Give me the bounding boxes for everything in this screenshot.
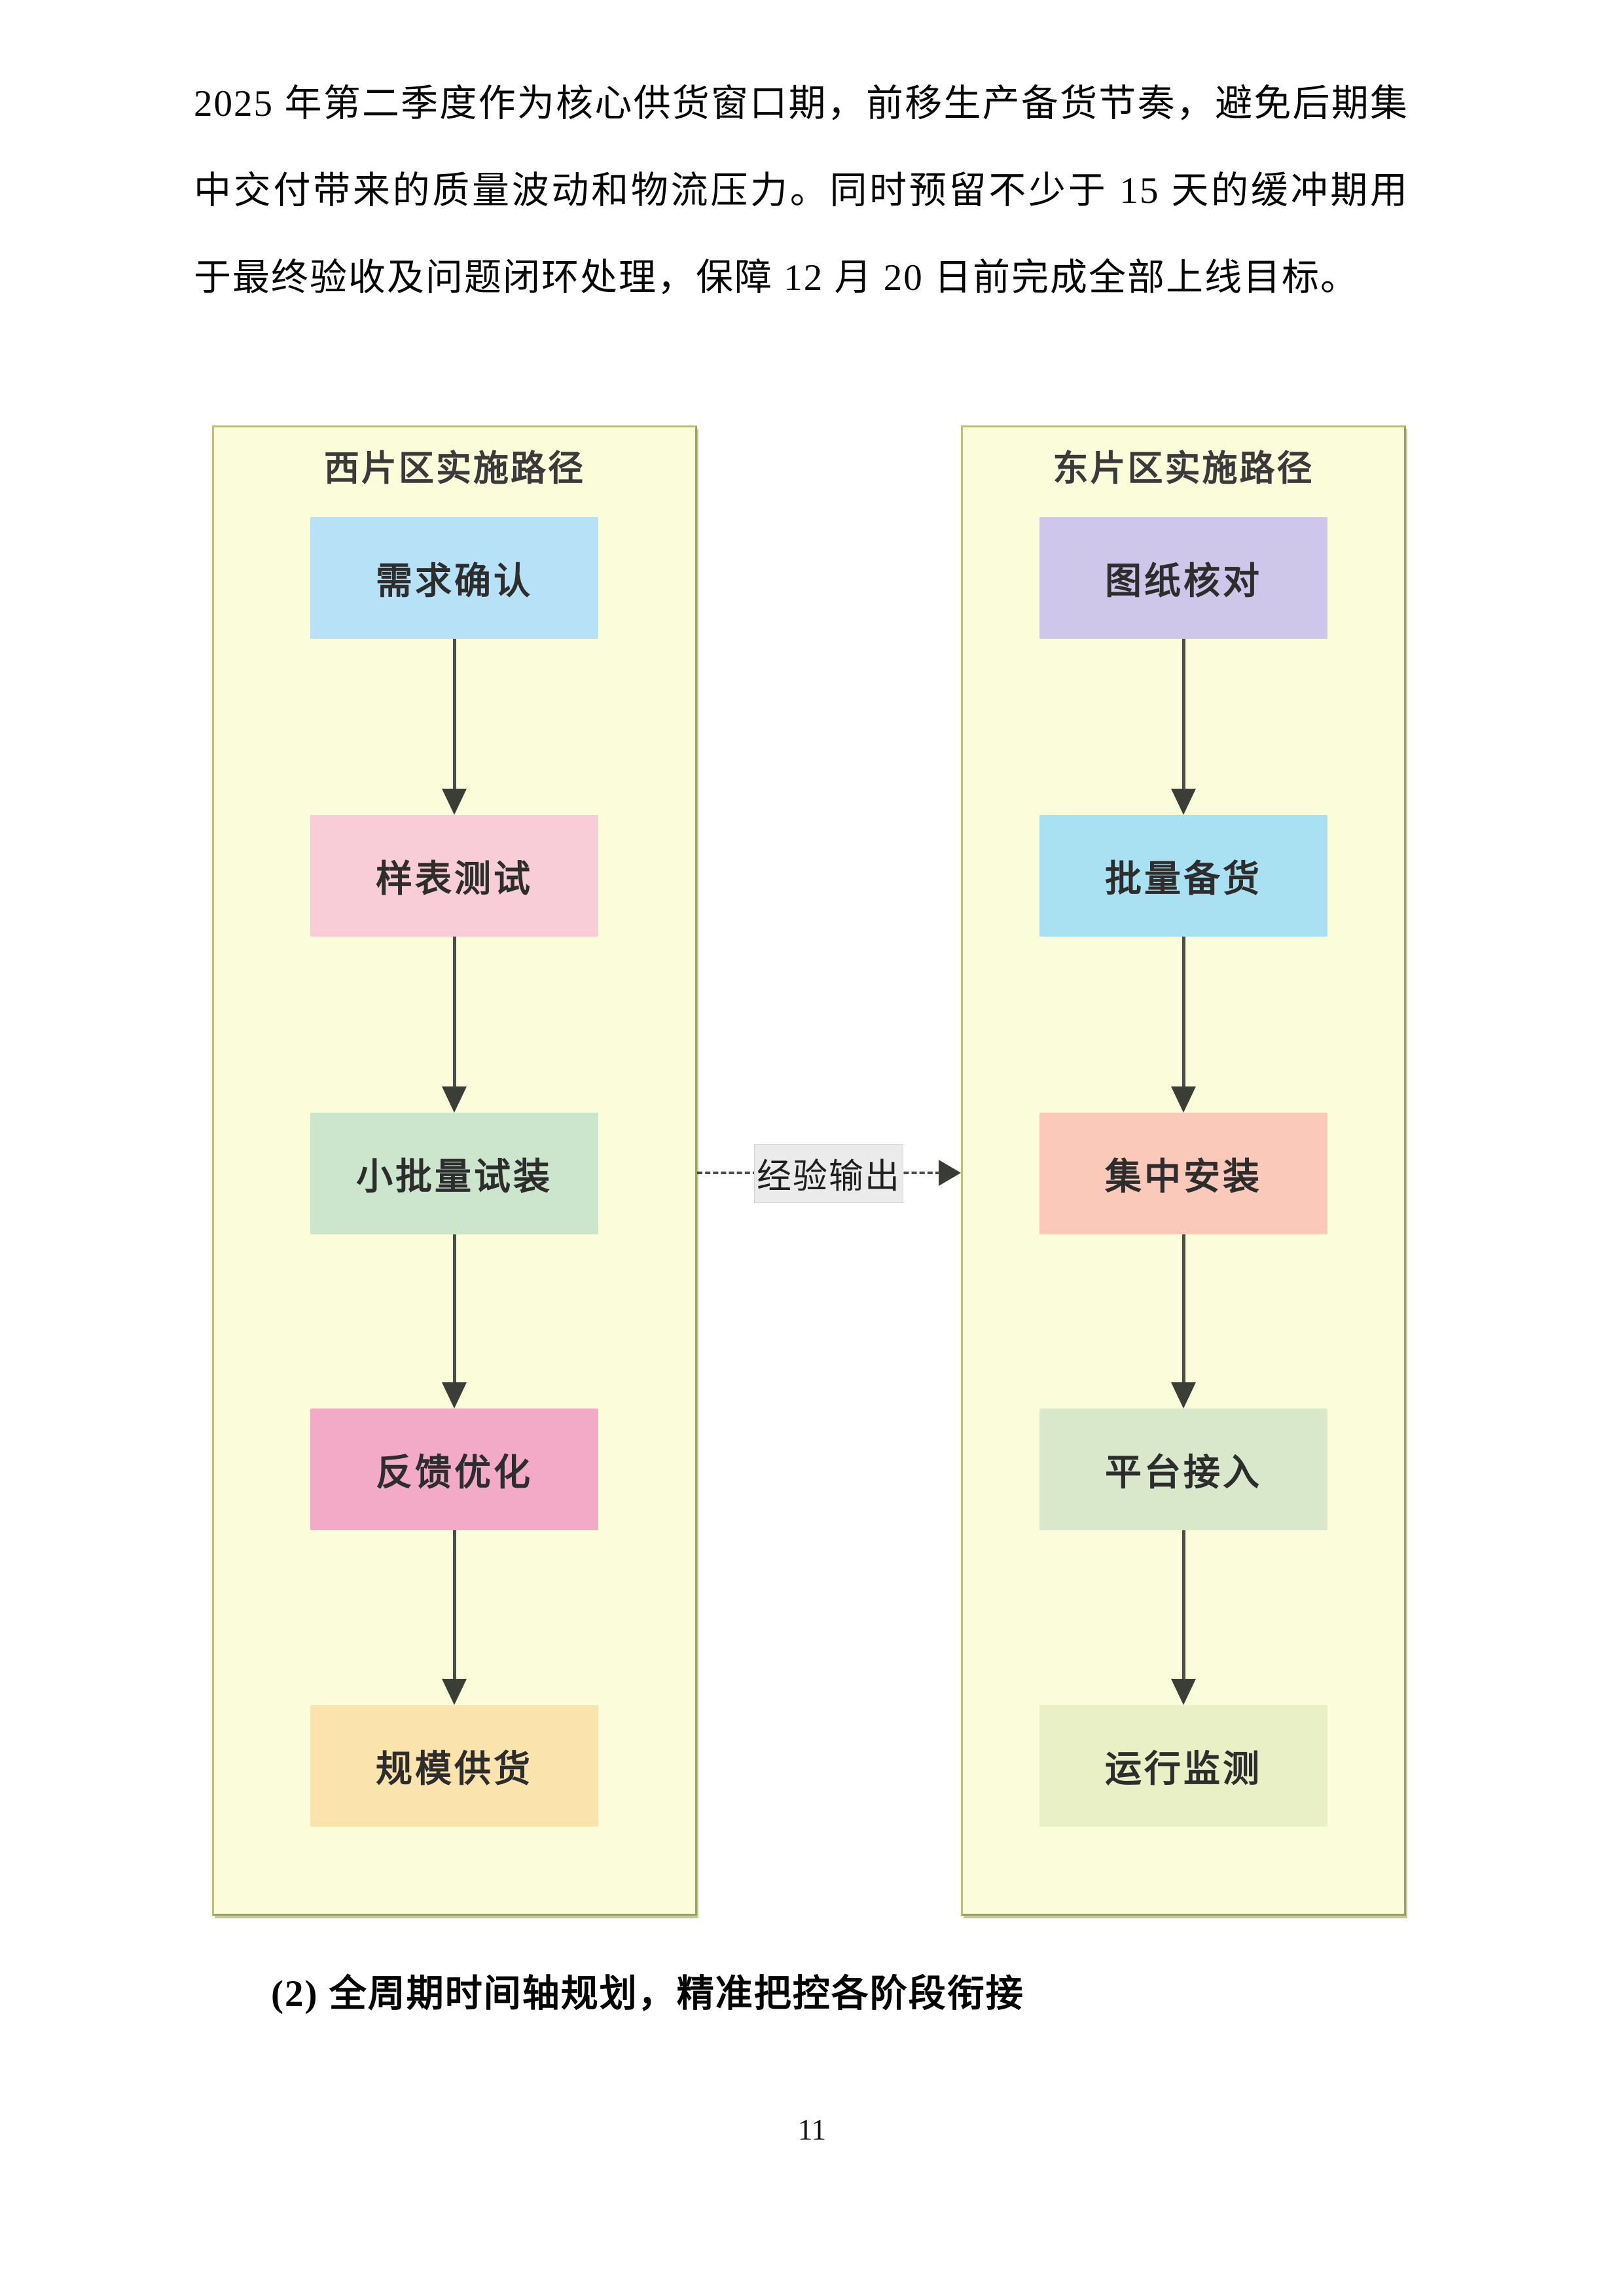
arrow-down-icon [441, 1234, 467, 1408]
east-zone-panel-title: 东片区实施路径 [1053, 449, 1314, 488]
arrow-down-icon [1170, 639, 1197, 815]
flow-step-small-batch-trial: 小批量试装 [310, 1113, 598, 1234]
flow-step-platform-access: 平台接入 [1039, 1408, 1327, 1530]
arrow-down-icon [1170, 937, 1197, 1113]
flow-step-batch-stock: 批量备货 [1039, 815, 1327, 937]
arrow-down-icon [441, 937, 467, 1113]
page-number: 11 [797, 2113, 827, 2146]
flow-step-demand-confirm: 需求确认 [310, 517, 598, 639]
flow-step-scale-supply: 规模供货 [310, 1705, 598, 1827]
arrow-down-icon [1170, 1530, 1197, 1705]
flow-step-feedback-optimize: 反馈优化 [310, 1408, 598, 1530]
flow-step-centralized-install: 集中安装 [1039, 1113, 1327, 1234]
arrow-down-icon [441, 1530, 467, 1705]
flow-step-sample-test: 样表测试 [310, 815, 598, 937]
arrow-right-icon [939, 1160, 961, 1186]
arrow-down-icon [1170, 1234, 1197, 1408]
connector-label: 经验输出 [754, 1144, 903, 1203]
arrow-down-icon [441, 639, 467, 815]
body-paragraph: 2025 年第二季度作为核心供货窗口期，前移生产备货节奏，避免后期集中交付带来的… [194, 83, 1409, 298]
flow-step-drawing-check: 图纸核对 [1039, 517, 1327, 639]
west-zone-panel-title: 西片区实施路径 [324, 449, 585, 488]
flow-step-operation-monitor: 运行监测 [1039, 1705, 1327, 1827]
section-heading: (2) 全周期时间轴规划，精准把控各阶段衔接 [271, 1973, 1024, 2015]
